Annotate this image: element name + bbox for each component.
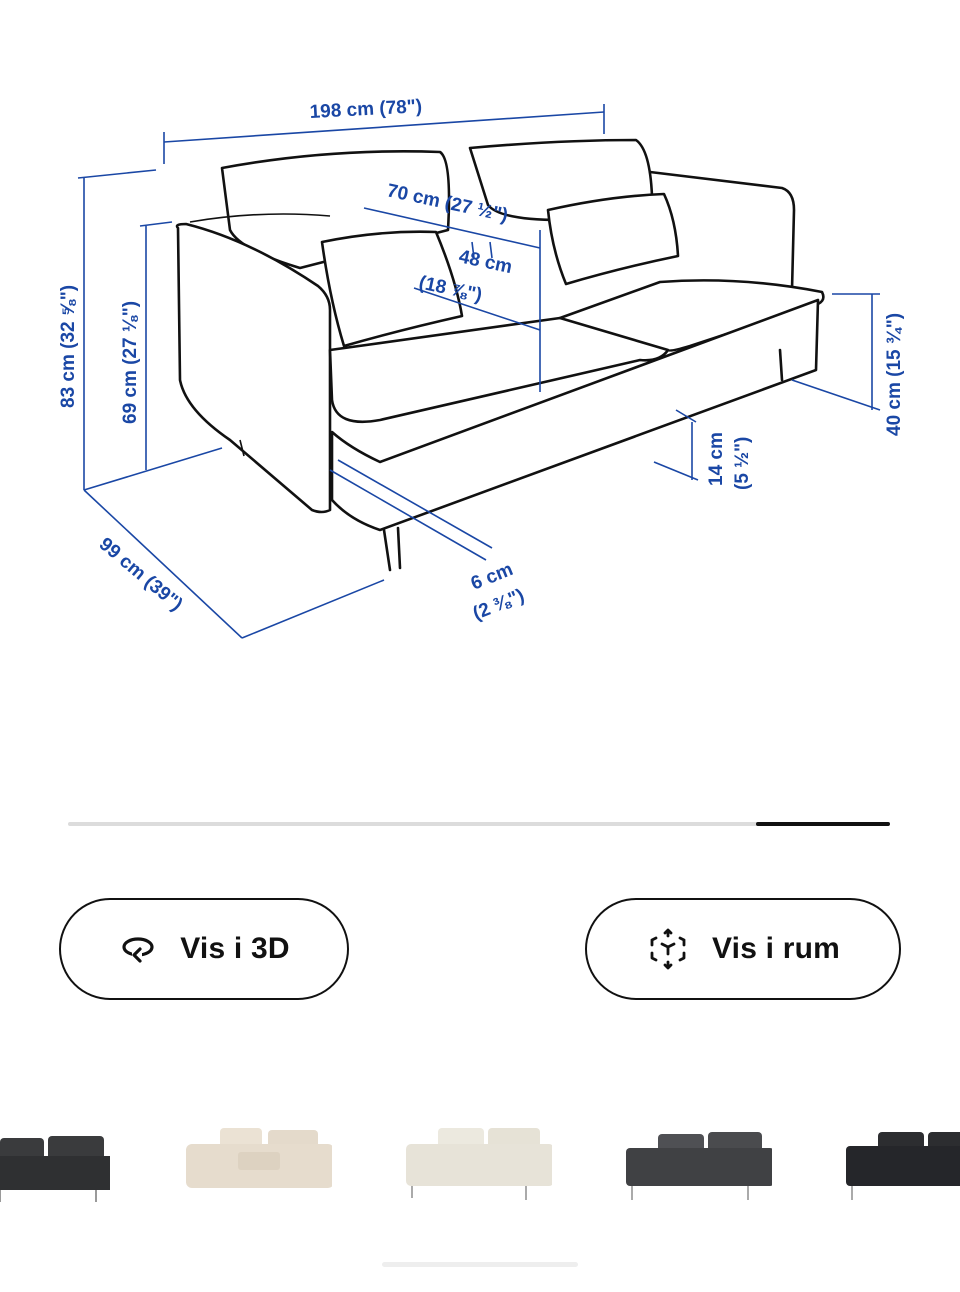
- seat-height-label: 40 cm (15 ¾"): [884, 313, 905, 436]
- seat-width-label-1: 48 cm: [457, 246, 514, 278]
- ar-cube-icon: [650, 928, 686, 970]
- view-in-room-button[interactable]: Vis i rum: [585, 898, 901, 1000]
- variant-thumb-4[interactable]: [622, 1100, 772, 1210]
- color-variant-carousel: [0, 1100, 960, 1210]
- home-indicator: [382, 1262, 578, 1267]
- view-3d-label: Vis i 3D: [180, 932, 290, 965]
- variant-thumb-3[interactable]: [402, 1100, 552, 1210]
- leg-height-label-2: (5 ½"): [732, 437, 753, 490]
- back-height-label: 69 cm (27 ⅛"): [120, 301, 141, 424]
- view-in-room-label: Vis i rum: [712, 932, 840, 965]
- sofa-dimension-diagram: 198 cm (78") 83 cm (32 ⅝") 69 cm (27 ⅛")…: [58, 96, 905, 639]
- gallery-scrollbar-thumb[interactable]: [756, 822, 890, 826]
- sofa-outline: [175, 138, 825, 572]
- total-height-label: 83 cm (32 ⅝"): [58, 285, 79, 408]
- rotate-3d-icon: [122, 937, 154, 963]
- view-3d-button[interactable]: Vis i 3D: [59, 898, 349, 1000]
- depth-label: 99 cm (39"): [95, 534, 187, 616]
- variant-thumb-1[interactable]: [0, 1100, 110, 1210]
- variant-thumb-5[interactable]: [842, 1100, 960, 1210]
- gallery-scrollbar-track[interactable]: [68, 822, 890, 826]
- variant-thumb-2[interactable]: [182, 1100, 332, 1210]
- dimension-lines: [77, 104, 881, 639]
- width-label: 198 cm (78"): [309, 96, 422, 123]
- leg-height-label-1: 14 cm: [706, 432, 727, 486]
